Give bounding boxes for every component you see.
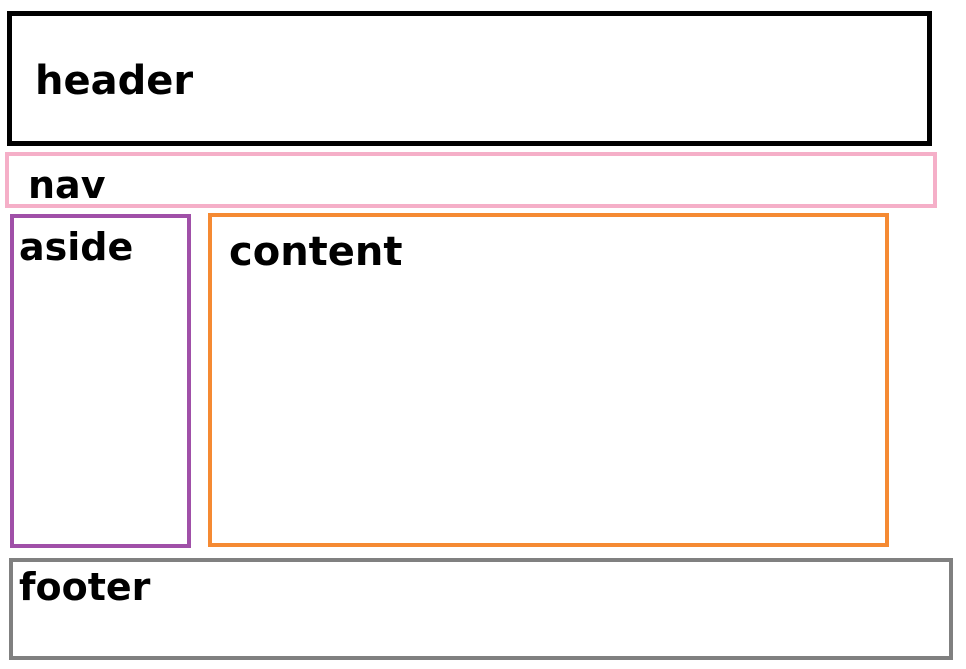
- footer-region: footer: [9, 558, 953, 660]
- aside-region: aside: [10, 214, 191, 548]
- header-label: header: [35, 58, 194, 104]
- content-label: content: [229, 229, 403, 275]
- aside-label: aside: [19, 225, 134, 269]
- footer-label: footer: [19, 565, 151, 609]
- nav-label: nav: [28, 163, 106, 207]
- nav-region: nav: [5, 152, 937, 208]
- content-region: content: [208, 213, 889, 547]
- header-region: header: [7, 11, 932, 146]
